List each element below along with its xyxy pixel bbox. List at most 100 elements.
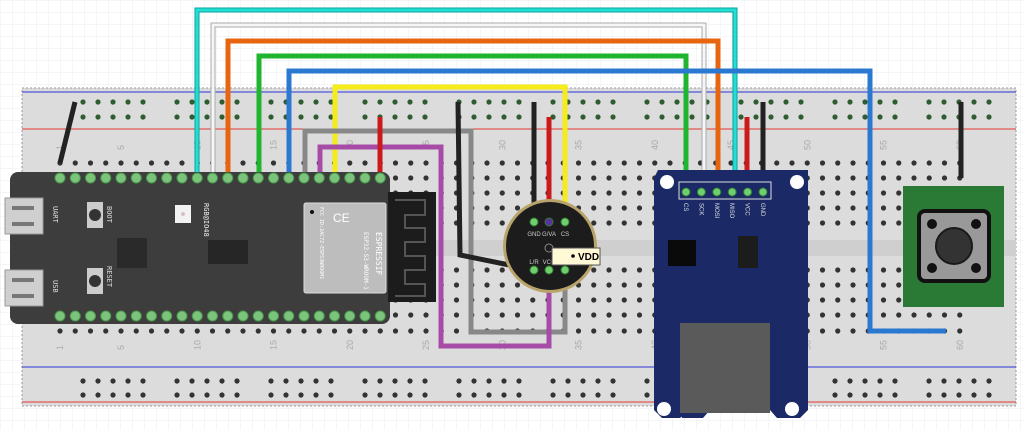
rail-hole[interactable]: [659, 114, 665, 120]
breadboard-hole[interactable]: [850, 297, 856, 303]
breadboard-hole[interactable]: [270, 160, 277, 166]
rail-hole[interactable]: [189, 378, 195, 384]
rail-hole[interactable]: [486, 114, 492, 120]
breadboard-hole[interactable]: [941, 175, 948, 181]
rail-hole[interactable]: [753, 114, 759, 120]
rail-hole[interactable]: [986, 99, 992, 105]
rail-hole[interactable]: [738, 99, 744, 105]
rail-hole[interactable]: [580, 378, 586, 384]
rail-hole[interactable]: [268, 99, 274, 105]
breadboard-hole[interactable]: [835, 297, 841, 303]
rail-hole[interactable]: [95, 392, 101, 398]
breadboard-hole[interactable]: [347, 160, 353, 166]
breadboard-hole[interactable]: [850, 175, 856, 181]
rail-hole[interactable]: [516, 378, 522, 384]
esp32-pin[interactable]: [191, 310, 203, 322]
rail-hole[interactable]: [407, 378, 413, 384]
rail-hole[interactable]: [644, 99, 650, 105]
breadboard-hole[interactable]: [621, 160, 627, 166]
esp32-module[interactable]: [303, 202, 387, 294]
rail-hole[interactable]: [362, 99, 368, 105]
breadboard-hole[interactable]: [164, 328, 170, 334]
breadboard-hole[interactable]: [362, 328, 368, 334]
rail-hole[interactable]: [956, 392, 962, 398]
breadboard-hole[interactable]: [423, 160, 429, 166]
esp32-pin[interactable]: [298, 172, 310, 184]
breadboard-hole[interactable]: [636, 160, 643, 166]
breadboard-hole[interactable]: [896, 297, 902, 303]
breadboard-hole[interactable]: [880, 220, 887, 226]
mic-pin[interactable]: [560, 217, 570, 227]
breadboard-hole[interactable]: [591, 205, 597, 211]
rail-hole[interactable]: [580, 114, 586, 120]
esp32-pin[interactable]: [374, 310, 386, 322]
breadboard-hole[interactable]: [591, 328, 597, 334]
rail-hole[interactable]: [392, 99, 398, 105]
esp32-pin[interactable]: [207, 310, 218, 322]
breadboard-hole[interactable]: [896, 267, 902, 273]
breadboard-hole[interactable]: [484, 175, 490, 181]
breadboard-hole[interactable]: [774, 160, 780, 166]
rail-hole[interactable]: [768, 99, 774, 105]
rail-hole[interactable]: [140, 114, 146, 120]
rail-hole[interactable]: [753, 99, 759, 105]
breadboard-hole[interactable]: [896, 175, 902, 181]
breadboard-hole[interactable]: [453, 328, 460, 334]
breadboard-hole[interactable]: [880, 175, 887, 181]
esp32-pin[interactable]: [237, 172, 249, 184]
sd-pin[interactable]: [696, 187, 706, 197]
breadboard-hole[interactable]: [499, 205, 505, 211]
breadboard-hole[interactable]: [911, 312, 917, 318]
rail-hole[interactable]: [971, 378, 977, 384]
breadboard-hole[interactable]: [835, 328, 841, 334]
breadboard-hole[interactable]: [896, 312, 902, 318]
breadboard-hole[interactable]: [835, 312, 841, 318]
breadboard-hole[interactable]: [591, 282, 597, 288]
rail-hole[interactable]: [268, 378, 274, 384]
breadboard-hole[interactable]: [621, 312, 627, 318]
rail-hole[interactable]: [501, 378, 507, 384]
breadboard-hole[interactable]: [392, 175, 399, 181]
rail-hole[interactable]: [986, 114, 992, 120]
rail-hole[interactable]: [219, 99, 225, 105]
breadboard-hole[interactable]: [87, 328, 94, 334]
rail-hole[interactable]: [95, 99, 101, 105]
mic-pin[interactable]: [544, 265, 554, 275]
rail-hole[interactable]: [862, 114, 868, 120]
rail-hole[interactable]: [847, 392, 853, 398]
esp32-pin[interactable]: [252, 310, 264, 322]
rail-hole[interactable]: [941, 378, 947, 384]
wire-green[interactable]: [256, 53, 689, 190]
rail-hole[interactable]: [471, 378, 477, 384]
rail-hole[interactable]: [971, 114, 977, 120]
rail-hole[interactable]: [471, 99, 477, 105]
mic-pin[interactable]: [529, 217, 539, 227]
breadboard-hole[interactable]: [880, 160, 887, 166]
wire-blue[interactable]: [286, 68, 946, 334]
rail-hole[interactable]: [926, 378, 932, 384]
esp32-pin[interactable]: [161, 310, 173, 322]
rail-hole[interactable]: [595, 114, 601, 120]
esp32-pin[interactable]: [54, 172, 66, 184]
breadboard-hole[interactable]: [926, 160, 932, 166]
breadboard-hole[interactable]: [636, 312, 643, 318]
breadboard-hole[interactable]: [850, 190, 856, 196]
rail-hole[interactable]: [110, 99, 116, 105]
sd-pin[interactable]: [712, 187, 722, 197]
breadboard-hole[interactable]: [484, 160, 490, 166]
breadboard-hole[interactable]: [118, 328, 124, 334]
sd-pin[interactable]: [743, 187, 753, 197]
rail-hole[interactable]: [95, 378, 101, 384]
rail-hole[interactable]: [956, 378, 962, 384]
breadboard-hole[interactable]: [835, 282, 841, 288]
rail-hole[interactable]: [644, 114, 650, 120]
esp32-pin[interactable]: [252, 172, 264, 184]
esp32-pin[interactable]: [222, 172, 234, 184]
reset-button[interactable]: RESET: [87, 266, 113, 294]
rail-hole[interactable]: [298, 392, 304, 398]
rail-hole[interactable]: [422, 99, 428, 105]
breadboard-hole[interactable]: [591, 190, 597, 196]
rail-hole[interactable]: [422, 114, 428, 120]
breadboard-hole[interactable]: [72, 328, 78, 334]
breadboard-hole[interactable]: [819, 220, 826, 226]
